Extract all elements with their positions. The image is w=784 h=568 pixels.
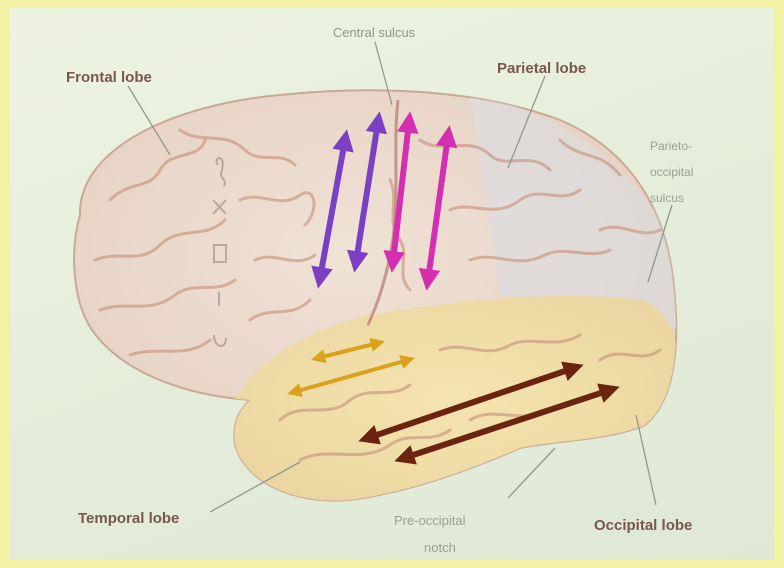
parieto-occipital-line-1: Parieto- <box>650 139 692 153</box>
frontal-lobe-label: Frontal lobe <box>66 69 152 86</box>
parieto-occipital-line-3: sulcus <box>650 191 684 205</box>
temporal-lobe-label: Temporal lobe <box>78 510 179 527</box>
occipital-lobe-label: Occipital lobe <box>594 517 692 534</box>
pre-occipital-line-1: Pre-occipital <box>394 513 466 528</box>
pre-occipital-notch-label: Pre-occipital notch <box>394 513 466 555</box>
pre-occipital-line-2: notch <box>424 540 456 555</box>
parieto-occipital-line-2: occipital <box>650 165 693 179</box>
parietal-lobe-label: Parietal lobe <box>497 60 586 77</box>
central-sulcus-label: Central sulcus <box>333 25 416 40</box>
parieto-occipital-sulcus-label: Parieto- occipital sulcus <box>650 139 693 205</box>
